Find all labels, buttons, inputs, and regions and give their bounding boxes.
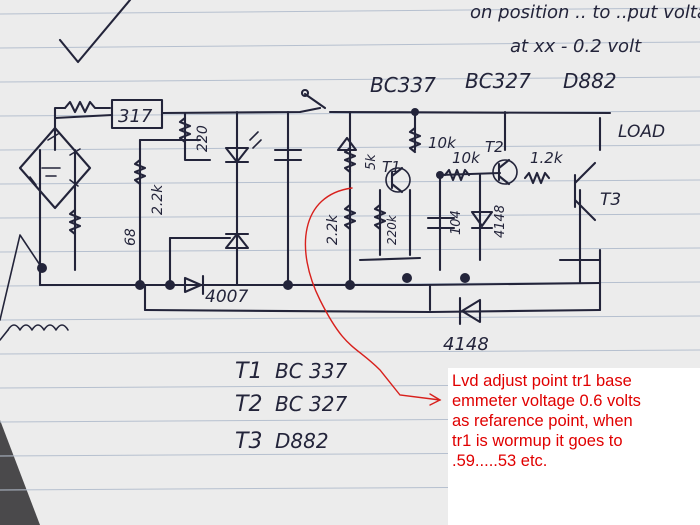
resistor-2-2k-b-icon bbox=[343, 203, 357, 231]
resistor-10k-a-icon bbox=[408, 126, 422, 154]
switch-icon bbox=[303, 92, 327, 110]
resistor-5k-icon bbox=[343, 146, 357, 174]
transistor-t1-icon bbox=[385, 166, 411, 194]
transformer-coil-icon bbox=[7, 324, 69, 331]
diode-4007-label: 4007 bbox=[205, 287, 248, 307]
legend-part-t2: BC 327 bbox=[275, 392, 347, 416]
regulator-box bbox=[110, 98, 164, 130]
transistor-t2-label: T2 bbox=[485, 138, 504, 156]
diode-4148-a-label: 4148 bbox=[493, 205, 508, 238]
junction-dots bbox=[37, 108, 470, 290]
resistor-1k2-icon bbox=[523, 171, 551, 185]
diode-4148-b-icon bbox=[458, 296, 482, 326]
annotation-line-1: Lvd adjust point tr1 base bbox=[452, 372, 632, 390]
filter-capacitor-icon bbox=[273, 148, 303, 162]
resistor-10k-b-label: 10k bbox=[452, 149, 481, 167]
load-label: LOAD bbox=[618, 122, 665, 142]
resistor-1k2-label: 1.2k bbox=[530, 149, 564, 167]
legend-part-t3: D882 bbox=[275, 429, 329, 453]
diode-4148-b-label: 4148 bbox=[443, 334, 489, 355]
regulator-label: 317 bbox=[118, 106, 153, 127]
resistor-220-label: 220 bbox=[195, 125, 211, 152]
page-shadow bbox=[0, 420, 40, 525]
led-2-icon bbox=[224, 232, 250, 250]
transistor-t1-label: T1 bbox=[382, 158, 401, 176]
resistor-220k-label: 220k bbox=[385, 214, 399, 245]
bridge-rectifier bbox=[18, 126, 92, 210]
legend-name-t1: T1 bbox=[235, 359, 262, 384]
diode-4148-a-icon bbox=[470, 210, 494, 230]
cap-104-icon bbox=[426, 216, 456, 230]
transistor-t3-icon bbox=[573, 161, 597, 222]
checkmark-icon bbox=[58, 0, 132, 64]
resistor-10k-a-label: 10k bbox=[428, 134, 457, 152]
transformer-lead bbox=[0, 234, 43, 341]
diode-4007-icon bbox=[183, 274, 205, 296]
annotation-line-5: .59.....53 etc. bbox=[452, 452, 548, 470]
resistor-2-2k-b-label: 2.2k bbox=[325, 214, 341, 245]
annotation-line-4: tr1 is wormup it goes to bbox=[452, 432, 623, 450]
led-icon bbox=[224, 146, 250, 164]
legend-name-t2: T2 bbox=[235, 392, 262, 417]
annotation-line-3: as refarence point, when bbox=[452, 412, 633, 430]
resistor-10k-b-icon bbox=[443, 168, 471, 182]
top-scribble: on position .. to ..put voltage bbox=[470, 2, 700, 23]
resistor-220-icon bbox=[178, 116, 192, 144]
resistor-5k-label: 5k bbox=[364, 154, 379, 170]
annotation-line-2: emmeter voltage 0.6 volts bbox=[452, 392, 641, 410]
led-3-icon bbox=[336, 136, 358, 152]
annotation-arrowhead-icon bbox=[429, 393, 442, 406]
header-part-d882: D882 bbox=[563, 69, 617, 93]
transistor-t3-label: T3 bbox=[600, 190, 621, 210]
transistor-legend: T1 BC 337 T2 BC 327 T3 D882 bbox=[235, 359, 347, 454]
header-part-bc327: BC327 bbox=[465, 69, 531, 93]
top-scribble-2: at xx - 0.2 volt bbox=[510, 36, 642, 57]
annotation-note: Lvd adjust point tr1 base emmeter voltag… bbox=[448, 368, 700, 525]
cap-104-label: 104 bbox=[449, 210, 464, 235]
resistor-2-2k-label: 2.2k bbox=[150, 184, 166, 215]
annotation-pointer bbox=[304, 187, 441, 401]
legend-part-t1: BC 337 bbox=[275, 359, 347, 383]
header-part-bc337: BC337 bbox=[370, 73, 436, 97]
resistor-68-label: 68 bbox=[123, 228, 139, 246]
transistor-t2-icon bbox=[492, 158, 518, 186]
resistor-2-2k-icon bbox=[133, 158, 147, 186]
led-rays-icon bbox=[249, 131, 262, 149]
switch-pivot-icon bbox=[300, 88, 310, 98]
legend-name-t3: T3 bbox=[235, 429, 262, 454]
resistor-68-icon bbox=[68, 208, 82, 236]
input-resistor-icon bbox=[63, 100, 112, 114]
wiring bbox=[38, 106, 612, 314]
resistor-220k-icon bbox=[373, 203, 387, 231]
